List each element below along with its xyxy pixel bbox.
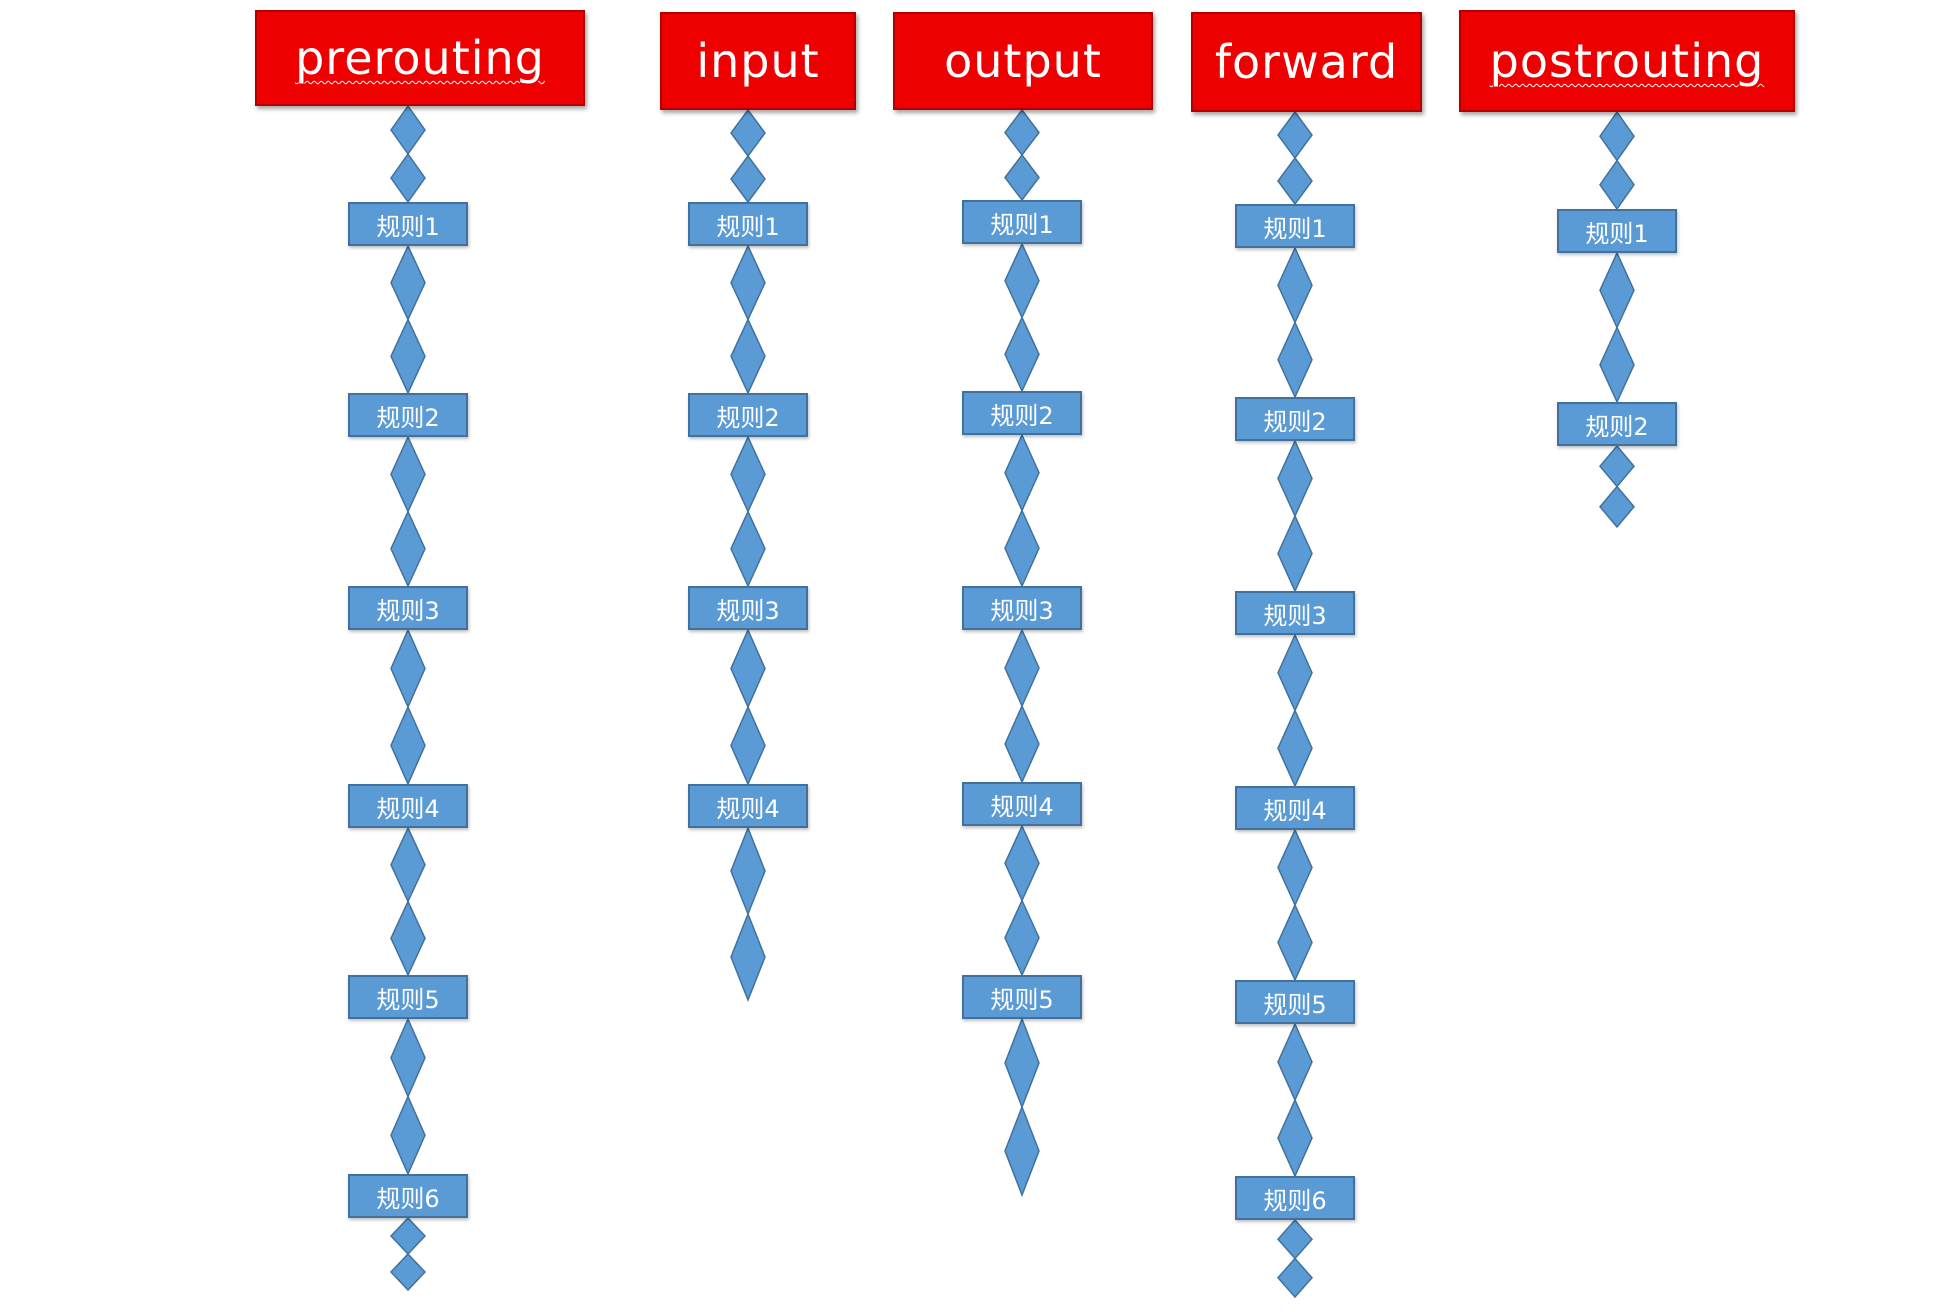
connector-arrow bbox=[1277, 633, 1313, 713]
connector-arrow bbox=[1004, 898, 1040, 977]
chain-title-prerouting: prerouting bbox=[255, 10, 585, 106]
rule-box-input: 规则3 bbox=[688, 586, 808, 630]
rule-box-output: 规则5 bbox=[962, 975, 1082, 1019]
rule-box-prerouting: 规则3 bbox=[348, 586, 468, 630]
connector-arrow bbox=[730, 244, 766, 322]
connector-arrow bbox=[389, 1216, 427, 1256]
connector-arrow bbox=[730, 705, 766, 786]
connector-arrow bbox=[390, 705, 426, 786]
rule-box-output: 规则2 bbox=[962, 391, 1082, 435]
connector-arrow bbox=[1004, 242, 1040, 320]
connector-arrow bbox=[390, 435, 426, 514]
rule-box-forward: 规则1 bbox=[1235, 204, 1355, 248]
rule-box-forward: 规则5 bbox=[1235, 980, 1355, 1024]
connector-arrow bbox=[390, 826, 426, 904]
chain-title-input: input bbox=[660, 12, 856, 110]
connector-arrow bbox=[730, 825, 766, 917]
connector-arrow bbox=[1004, 153, 1040, 202]
rule-box-prerouting: 规则6 bbox=[348, 1174, 468, 1218]
connector-arrow bbox=[1599, 325, 1635, 404]
rule-box-output: 规则1 bbox=[962, 200, 1082, 244]
connector-arrow bbox=[1004, 824, 1040, 903]
rule-box-output: 规则4 bbox=[962, 782, 1082, 826]
connector-arrow bbox=[730, 317, 766, 395]
connector-arrow bbox=[1004, 704, 1040, 784]
rule-box-prerouting: 规则4 bbox=[348, 784, 468, 828]
chain-title-forward: forward bbox=[1191, 12, 1422, 112]
connector-arrow bbox=[1277, 110, 1313, 160]
connector-arrow bbox=[1004, 1104, 1040, 1198]
connector-arrow bbox=[390, 899, 426, 977]
chain-title-label: postrouting bbox=[1489, 34, 1765, 88]
connector-arrow bbox=[390, 1094, 426, 1176]
rule-box-postrouting: 规则1 bbox=[1557, 209, 1677, 253]
connector-arrow bbox=[1004, 433, 1040, 513]
chain-title-label: input bbox=[696, 34, 820, 88]
rule-box-prerouting: 规则1 bbox=[348, 202, 468, 246]
connector-arrow bbox=[1277, 156, 1313, 206]
chain-title-label: output bbox=[944, 34, 1102, 88]
connector-arrow bbox=[390, 509, 426, 588]
connector-arrow bbox=[1599, 159, 1635, 211]
connector-arrow bbox=[1599, 485, 1635, 529]
connector-arrow bbox=[1277, 1022, 1313, 1102]
rule-box-forward: 规则4 bbox=[1235, 786, 1355, 830]
rule-box-input: 规则1 bbox=[688, 202, 808, 246]
connector-arrow bbox=[390, 628, 426, 709]
connector-arrow bbox=[1004, 1016, 1040, 1110]
connector-arrow bbox=[730, 509, 766, 588]
connector-arrow bbox=[1277, 1098, 1313, 1178]
connector-arrow bbox=[1004, 508, 1040, 588]
rule-box-output: 规则3 bbox=[962, 586, 1082, 630]
connector-arrow bbox=[1276, 1218, 1314, 1260]
connector-arrow bbox=[390, 317, 426, 395]
chain-title-output: output bbox=[893, 12, 1153, 110]
connector-arrow bbox=[390, 104, 426, 156]
connector-arrow bbox=[1004, 108, 1040, 157]
connector-arrow bbox=[1276, 1257, 1314, 1299]
connector-arrow bbox=[390, 244, 426, 322]
connector-arrow bbox=[1277, 439, 1313, 518]
rule-box-forward: 规则6 bbox=[1235, 1176, 1355, 1220]
connector-arrow bbox=[730, 435, 766, 514]
connector-arrow bbox=[1277, 246, 1313, 325]
connector-arrow bbox=[1599, 110, 1635, 162]
chain-title-label: forward bbox=[1214, 35, 1399, 89]
connector-arrow bbox=[730, 911, 766, 1003]
connector-arrow bbox=[730, 154, 766, 204]
chain-title-postrouting: postrouting bbox=[1459, 10, 1795, 112]
rule-box-prerouting: 规则5 bbox=[348, 975, 468, 1019]
chain-title-label: prerouting bbox=[295, 31, 545, 85]
connector-arrow bbox=[1004, 315, 1040, 393]
connector-arrow bbox=[390, 1017, 426, 1099]
rule-box-forward: 规则3 bbox=[1235, 591, 1355, 635]
connector-arrow bbox=[1599, 251, 1635, 330]
connector-arrow bbox=[730, 628, 766, 709]
connector-arrow bbox=[1277, 903, 1313, 982]
rule-box-prerouting: 规则2 bbox=[348, 393, 468, 437]
connector-arrow bbox=[1277, 514, 1313, 593]
rule-box-input: 规则2 bbox=[688, 393, 808, 437]
rule-box-forward: 规则2 bbox=[1235, 397, 1355, 441]
connector-arrow bbox=[389, 1252, 427, 1292]
connector-arrow bbox=[1277, 320, 1313, 399]
connector-arrow bbox=[730, 108, 766, 158]
connector-arrow bbox=[1277, 708, 1313, 788]
connector-arrow bbox=[1599, 444, 1635, 488]
rule-box-input: 规则4 bbox=[688, 784, 808, 828]
rule-box-postrouting: 规则2 bbox=[1557, 402, 1677, 446]
connector-arrow bbox=[1277, 828, 1313, 907]
connector-arrow bbox=[390, 152, 426, 204]
connector-arrow bbox=[1004, 628, 1040, 708]
